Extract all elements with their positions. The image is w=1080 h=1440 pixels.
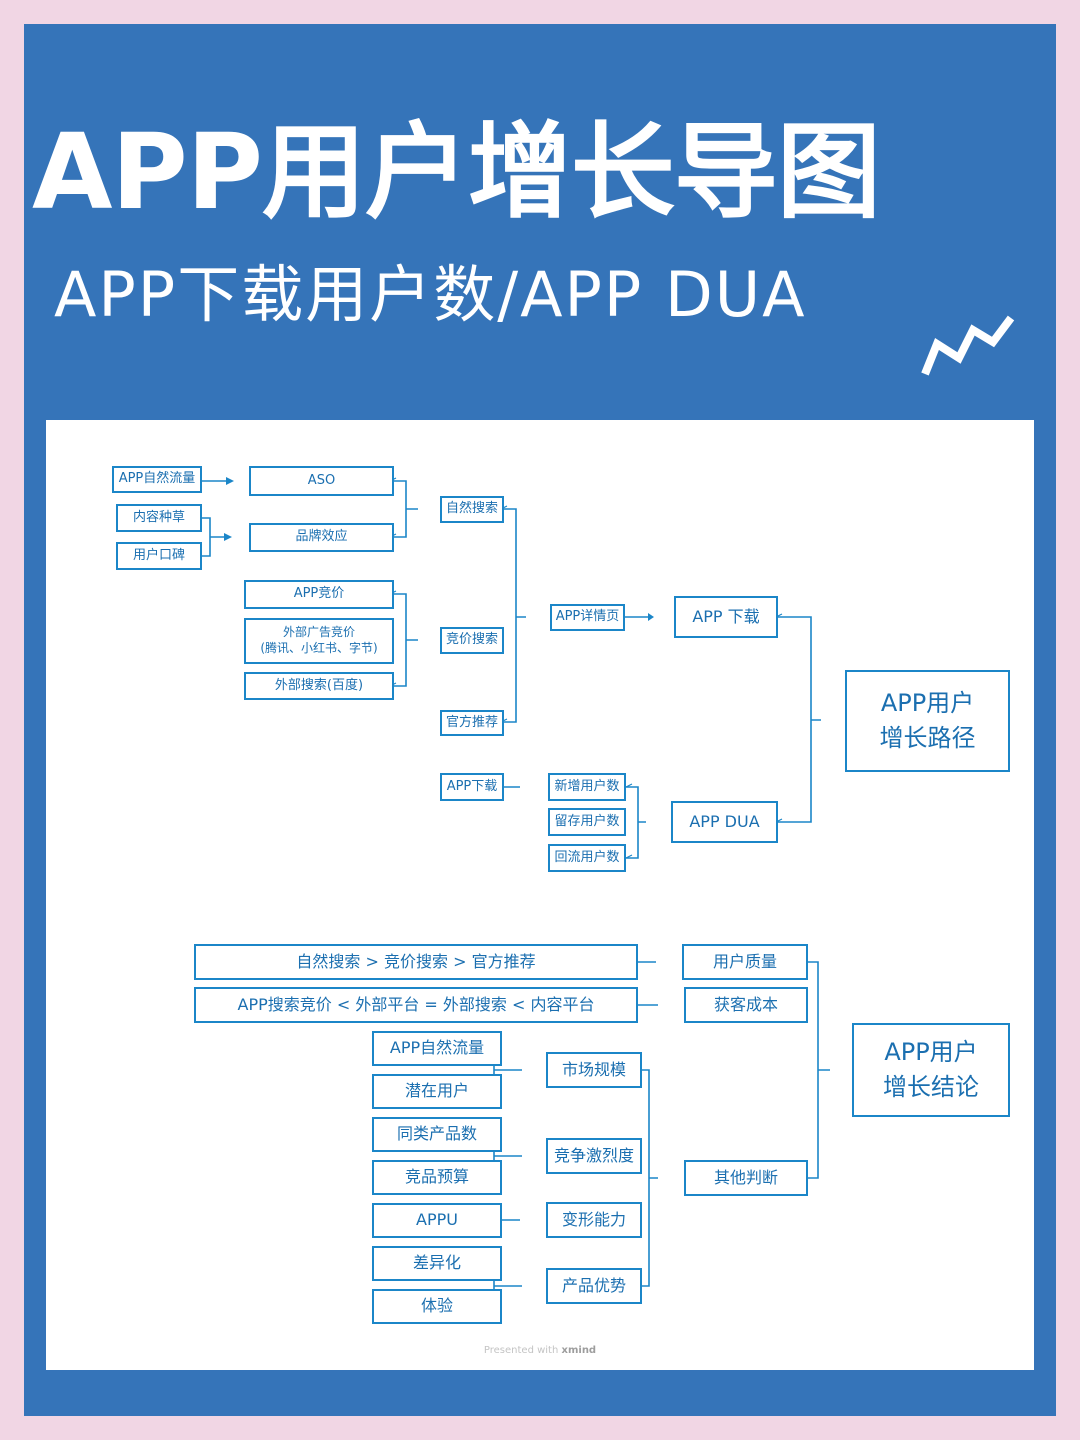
node-bid-search[interactable]: 竞价搜索 bbox=[440, 627, 504, 654]
ranking-search-sources[interactable]: 自然搜索 > 竞价搜索 > 官方推荐 bbox=[194, 944, 638, 980]
node-app-download-small[interactable]: APP下载 bbox=[440, 773, 504, 801]
external-ad-line1: 外部广告竞价 bbox=[282, 625, 355, 640]
node-external-ad-bidding[interactable]: 外部广告竞价 (腾讯、小红书、字节) bbox=[244, 618, 394, 664]
node-retained-users[interactable]: 留存用户数 bbox=[548, 808, 626, 836]
node-factor-appu[interactable]: APPU bbox=[372, 1203, 502, 1238]
node-factor-experience[interactable]: 体验 bbox=[372, 1289, 502, 1324]
footer-brand: xmind bbox=[561, 1345, 597, 1356]
node-competition-intensity[interactable]: 竞争激烈度 bbox=[546, 1138, 642, 1174]
footer-prefix: Presented with bbox=[483, 1345, 559, 1356]
node-external-search[interactable]: 外部搜索(百度) bbox=[244, 672, 394, 700]
node-factor-competitor-budget[interactable]: 竞品预算 bbox=[372, 1160, 502, 1195]
node-adaptability[interactable]: 变形能力 bbox=[546, 1202, 642, 1238]
node-factor-potential-users[interactable]: 潜在用户 bbox=[372, 1074, 502, 1109]
footer-credit: Presented with xmind bbox=[46, 1345, 1034, 1356]
node-market-size[interactable]: 市场规模 bbox=[546, 1052, 642, 1088]
node-new-users[interactable]: 新增用户数 bbox=[548, 773, 626, 801]
node-app-download[interactable]: APP 下载 bbox=[674, 596, 778, 638]
node-user-quality[interactable]: 用户质量 bbox=[682, 944, 808, 980]
node-other-judgement[interactable]: 其他判断 bbox=[684, 1160, 808, 1196]
node-app-bidding[interactable]: APP竞价 bbox=[244, 580, 394, 609]
lightning-icon bbox=[921, 315, 1015, 376]
page-subtitle: APP下载用户数/APP DUA bbox=[54, 258, 807, 331]
root-growth-conclusion[interactable]: APP用户 增长结论 bbox=[852, 1023, 1010, 1117]
node-natural-search[interactable]: 自然搜索 bbox=[440, 496, 504, 523]
node-word-of-mouth[interactable]: 用户口碑 bbox=[116, 542, 202, 570]
root-growth-path-line2: 增长路径 bbox=[879, 724, 976, 752]
node-factor-differentiation[interactable]: 差异化 bbox=[372, 1246, 502, 1281]
node-aso[interactable]: ASO bbox=[249, 466, 394, 496]
page-title: APP用户增长导图 bbox=[32, 111, 881, 233]
node-official-recommend[interactable]: 官方推荐 bbox=[440, 710, 504, 736]
node-app-dua[interactable]: APP DUA bbox=[671, 801, 778, 843]
node-brand-effect[interactable]: 品牌效应 bbox=[249, 523, 394, 552]
node-app-natural-traffic[interactable]: APP自然流量 bbox=[112, 466, 202, 493]
node-content-seeding[interactable]: 内容种草 bbox=[116, 504, 202, 532]
node-factor-natural-traffic[interactable]: APP自然流量 bbox=[372, 1031, 502, 1066]
ranking-platform-costs[interactable]: APP搜索竞价 < 外部平台 = 外部搜索 < 内容平台 bbox=[194, 987, 638, 1023]
node-product-advantage[interactable]: 产品优势 bbox=[546, 1268, 642, 1304]
external-ad-line2: (腾讯、小红书、字节) bbox=[260, 641, 378, 655]
root-growth-path[interactable]: APP用户 增长路径 bbox=[845, 670, 1010, 772]
root-growth-path-line1: APP用户 bbox=[880, 689, 975, 718]
root-growth-conclusion-line2: 增长结论 bbox=[883, 1073, 979, 1101]
node-acquisition-cost[interactable]: 获客成本 bbox=[684, 987, 808, 1023]
mindmap-canvas: APP自然流量 内容种草 用户口碑 ASO 品牌效应 APP竞价 外部广告竞价 … bbox=[46, 420, 1034, 1370]
node-app-detail-page[interactable]: APP详情页 bbox=[550, 604, 625, 631]
node-returning-users[interactable]: 回流用户数 bbox=[548, 844, 626, 872]
poster-panel: APP用户增长导图 APP下载用户数/APP DUA bbox=[24, 24, 1056, 1416]
node-factor-similar-products[interactable]: 同类产品数 bbox=[372, 1117, 502, 1152]
root-growth-conclusion-line1: APP用户 bbox=[884, 1038, 978, 1067]
